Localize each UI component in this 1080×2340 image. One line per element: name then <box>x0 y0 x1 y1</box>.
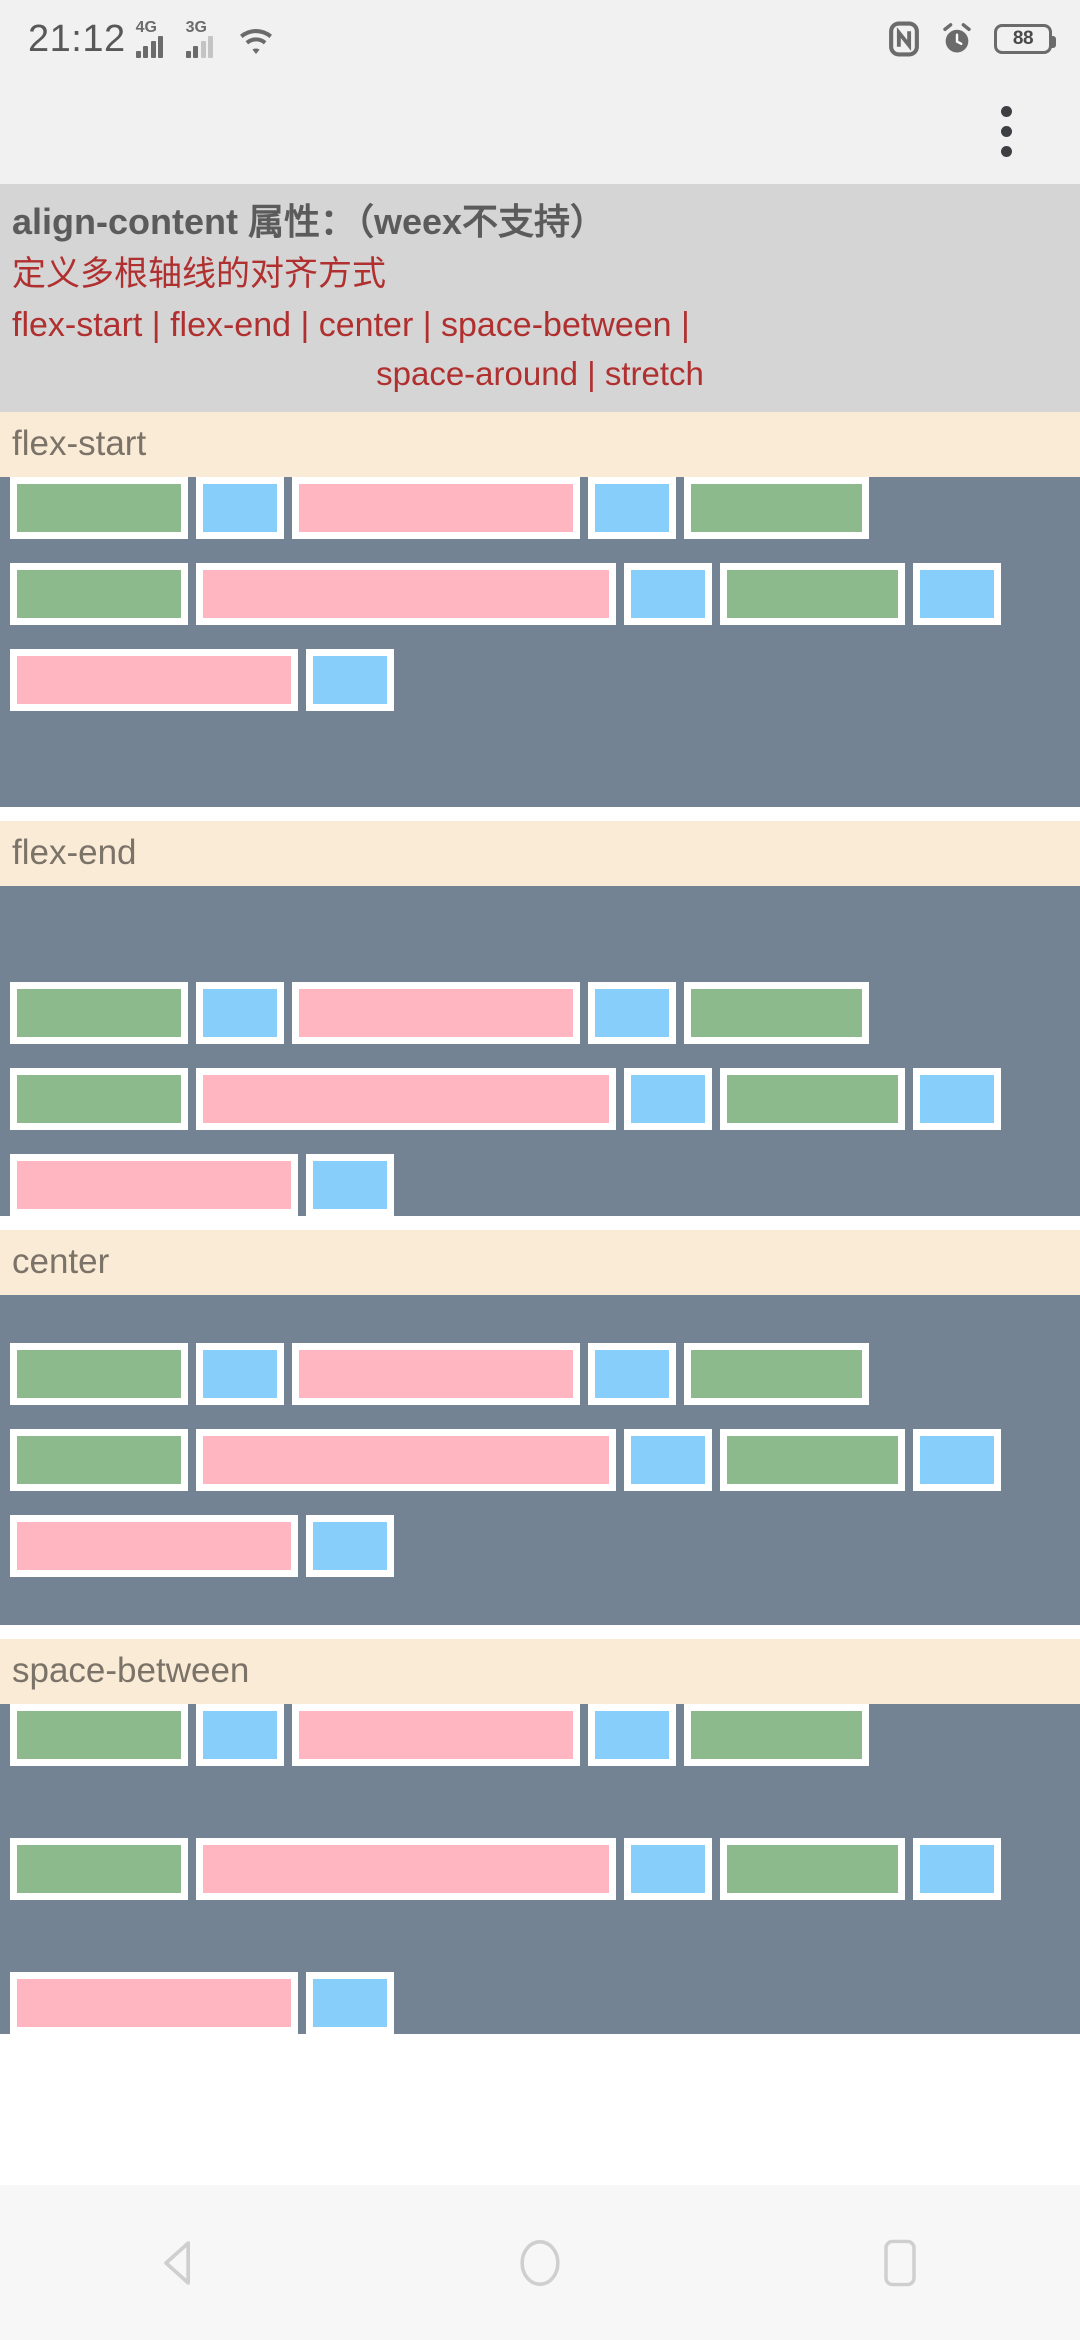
demo-row <box>0 1972 1080 2035</box>
flex-item <box>588 477 676 540</box>
flex-item <box>10 1704 188 1767</box>
nfc-icon <box>888 21 920 57</box>
demo-row <box>0 477 1080 540</box>
flex-item <box>588 1343 676 1406</box>
intro-description: 定义多根轴线的对齐方式 <box>12 254 386 293</box>
demo-row <box>0 1429 1080 1492</box>
section-gap <box>0 807 1080 822</box>
flex-item <box>306 1515 394 1578</box>
flex-item <box>196 982 284 1045</box>
demo-row <box>0 1838 1080 1901</box>
flex-item <box>10 982 188 1045</box>
status-bar-left: 21:12 4G 3G <box>28 20 276 58</box>
flex-item <box>10 563 188 626</box>
flex-item <box>720 563 905 626</box>
flex-item <box>306 1154 394 1217</box>
flex-item <box>684 982 869 1045</box>
intro-title: align-content 属性：（weex不支持） <box>12 201 607 242</box>
flex-item <box>196 563 616 626</box>
flex-item <box>624 1068 712 1131</box>
navigation-bar <box>0 2185 1080 2340</box>
section-label-flex-start: flex-start <box>0 412 1080 478</box>
demo-row <box>0 1343 1080 1406</box>
flex-item <box>720 1429 905 1492</box>
flex-item <box>292 1704 580 1767</box>
flex-item <box>684 477 869 540</box>
battery-icon: 88 <box>994 24 1056 54</box>
flex-item <box>684 1343 869 1406</box>
flex-item <box>913 563 1001 626</box>
flex-item <box>292 477 580 540</box>
flex-item <box>720 1068 905 1131</box>
flex-item <box>10 1972 298 2035</box>
flex-item <box>684 1704 869 1767</box>
flex-item <box>720 1838 905 1901</box>
flex-item <box>10 1343 188 1406</box>
flex-item <box>10 1429 188 1492</box>
demo-box-center <box>0 1295 1080 1626</box>
flex-item <box>10 477 188 540</box>
battery-level: 88 <box>1012 28 1034 49</box>
app-bar <box>0 78 1080 184</box>
demo-row <box>0 982 1080 1045</box>
flex-item <box>10 1515 298 1578</box>
flex-item <box>913 1068 1001 1131</box>
home-circle-icon[interactable] <box>480 2203 600 2323</box>
section-label-flex-end: flex-end <box>0 821 1080 887</box>
scroll-content[interactable]: align-content 属性：（weex不支持） 定义多根轴线的对齐方式 f… <box>0 184 1080 2185</box>
flex-item <box>196 1429 616 1492</box>
flex-item <box>196 1068 616 1131</box>
signal-3g-label: 3G <box>185 19 207 36</box>
flex-item <box>913 1838 1001 1901</box>
flex-item <box>624 1838 712 1901</box>
flex-item <box>292 982 580 1045</box>
signal-4g-icon: 4G <box>135 20 176 58</box>
status-bar-right: 88 <box>888 21 1056 57</box>
section-gap <box>0 1216 1080 1231</box>
flex-item <box>196 1343 284 1406</box>
intro-values-line2: space-around | stretch <box>376 354 704 392</box>
recents-square-icon[interactable] <box>840 2203 960 2323</box>
demo-row <box>0 1515 1080 1578</box>
intro-values-line1: flex-start | flex-end | center | space-b… <box>12 306 690 345</box>
flex-item <box>196 1704 284 1767</box>
flex-item <box>10 649 298 712</box>
demo-box-flex-start <box>0 477 1080 808</box>
intro-block: align-content 属性：（weex不支持） 定义多根轴线的对齐方式 f… <box>0 184 1080 413</box>
flex-item <box>196 477 284 540</box>
section-label-center: center <box>0 1230 1080 1296</box>
signal-4g-label: 4G <box>135 19 157 36</box>
flex-item <box>10 1838 188 1901</box>
flex-item <box>196 1838 616 1901</box>
demo-row <box>0 1704 1080 1767</box>
flex-item <box>306 1972 394 2035</box>
demo-row <box>0 563 1080 626</box>
flex-item <box>292 1343 580 1406</box>
flex-item <box>10 1068 188 1131</box>
demo-box-flex-end <box>0 886 1080 1217</box>
section-gap <box>0 1625 1080 1640</box>
status-bar: 21:12 4G 3G <box>0 0 1080 78</box>
kebab-menu-icon[interactable] <box>974 99 1038 163</box>
flex-item <box>588 982 676 1045</box>
status-clock: 21:12 <box>28 18 126 60</box>
wifi-icon <box>236 26 276 58</box>
flex-item <box>10 1154 298 1217</box>
flex-item <box>588 1704 676 1767</box>
flex-item <box>624 1429 712 1492</box>
flex-item <box>624 563 712 626</box>
flex-item <box>306 649 394 712</box>
alarm-clock-icon <box>940 22 974 56</box>
demo-row <box>0 1068 1080 1131</box>
signal-3g-icon: 3G <box>185 20 226 58</box>
demo-row <box>0 1154 1080 1217</box>
section-label-space-between: space-between <box>0 1639 1080 1705</box>
demo-row <box>0 649 1080 712</box>
demo-box-space-between <box>0 1704 1080 2035</box>
back-triangle-icon[interactable] <box>120 2203 240 2323</box>
flex-item <box>913 1429 1001 1492</box>
